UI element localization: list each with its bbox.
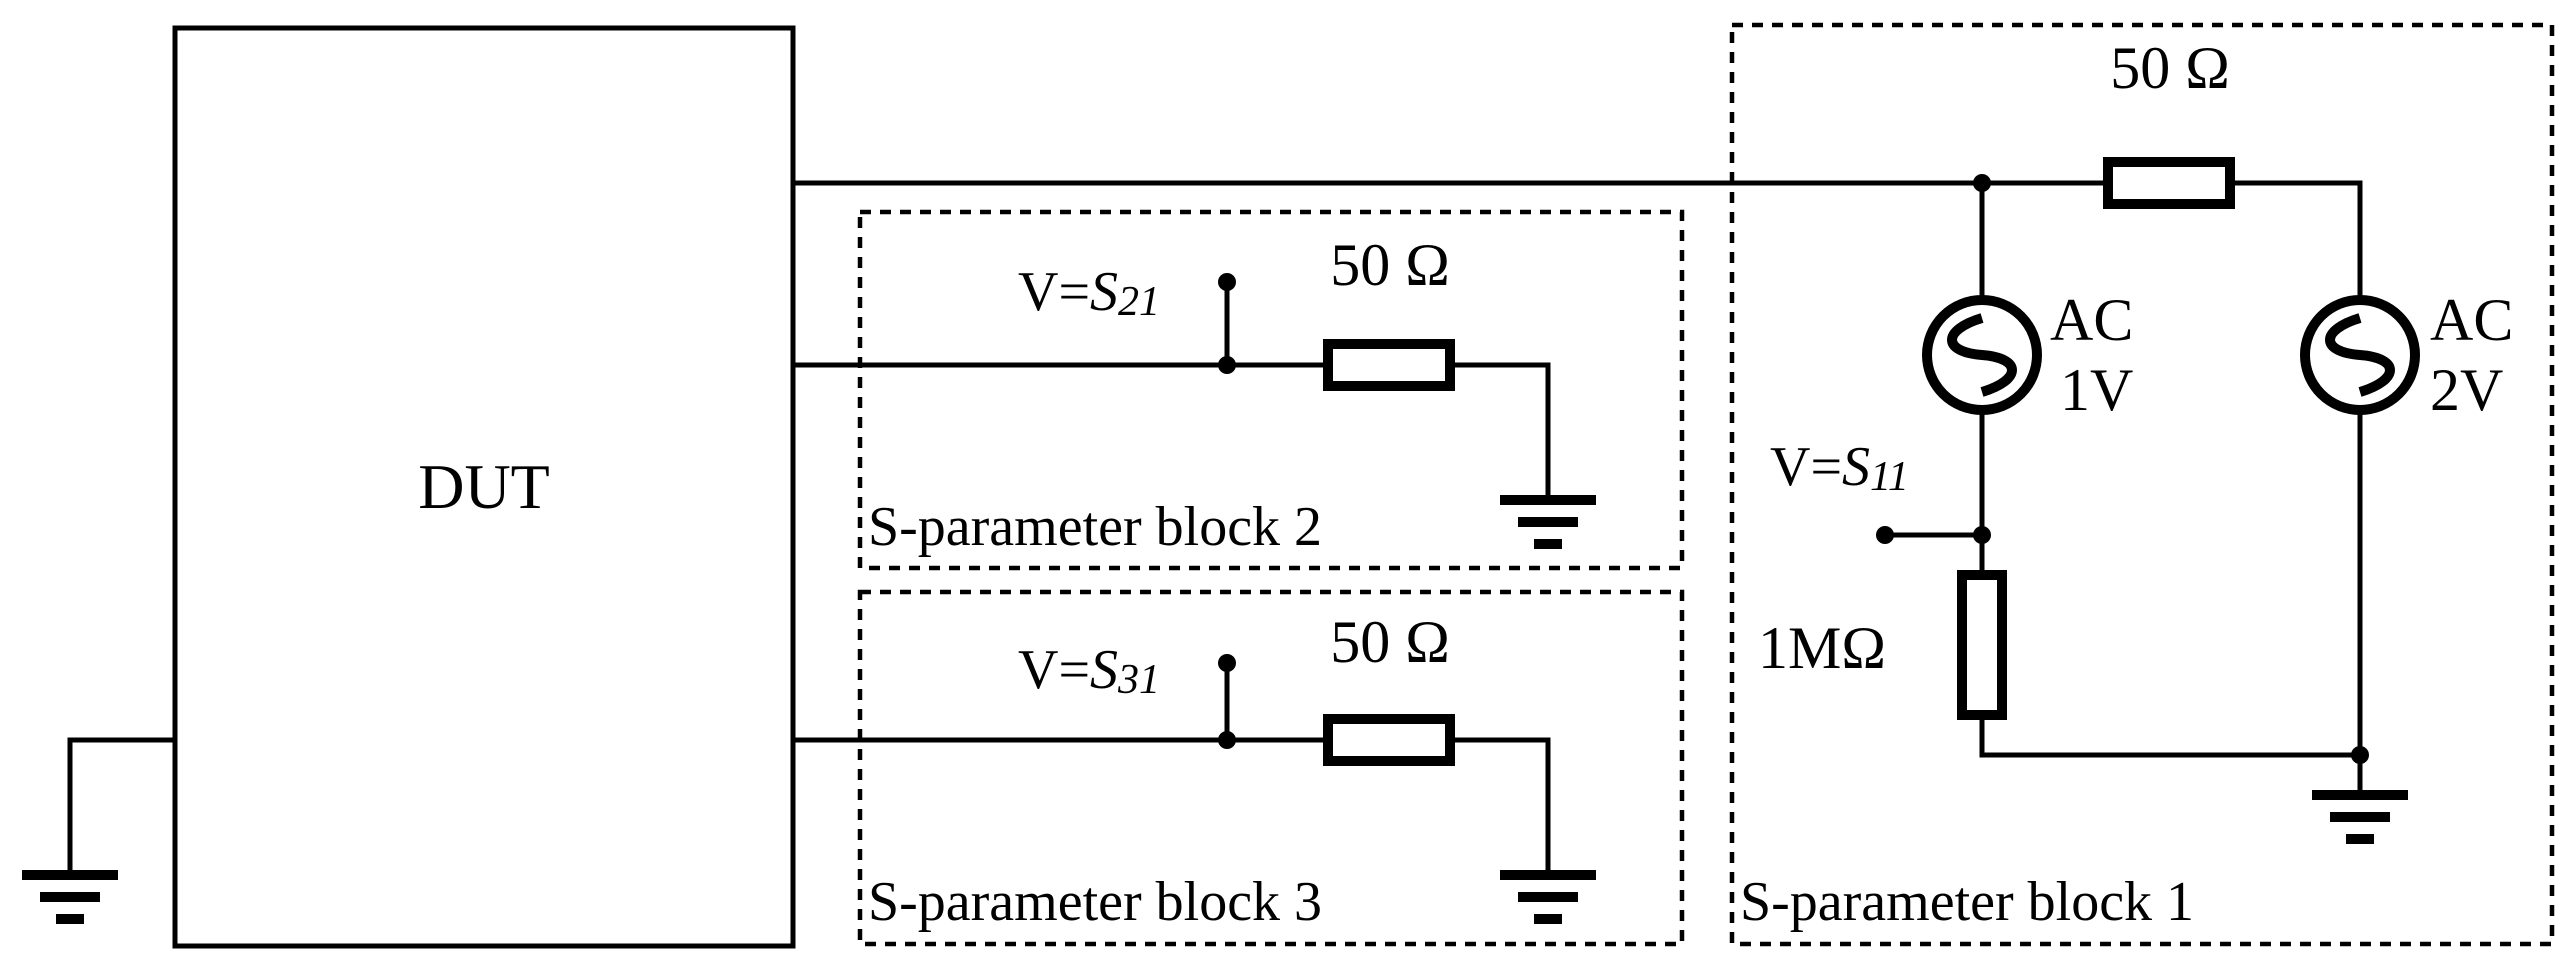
block3-probe-terminal — [1218, 654, 1236, 672]
dut-ground — [22, 737, 178, 924]
block1-probe-label: V=S11 — [1770, 436, 1909, 500]
block1-bottom-junction — [2351, 746, 2369, 764]
sine-icon — [2325, 313, 2395, 397]
block1-circuit: 50 Ω AC 1V AC 2V V=S11 1MΩ S-parameter b… — [790, 35, 2513, 933]
block1-shunt-resistor — [1957, 570, 2007, 720]
dut-block: DUT — [172, 25, 796, 949]
block3-ground-wire — [1447, 737, 1551, 873]
block2-circuit: V=S21 50 Ω S-parameter block 2 — [790, 232, 1596, 558]
dut-box — [172, 25, 796, 949]
block2-resistor — [1323, 339, 1455, 391]
block1-bottom-wire — [1979, 712, 2363, 758]
block3-resistor-label: 50 Ω — [1330, 609, 1450, 675]
dut-ground-wire — [67, 737, 178, 873]
block1-probe-terminal — [1876, 526, 1894, 544]
source2-type-label: AC — [2430, 287, 2513, 353]
block1-probe-junction — [1973, 526, 1991, 544]
block1-outline — [1729, 22, 2555, 947]
block2-ground-wire — [1447, 362, 1551, 498]
block2-probe-terminal — [1218, 273, 1236, 291]
block1-right-wire — [2227, 180, 2363, 303]
block2-junction — [1218, 356, 1236, 374]
source1-amplitude-label: 1V — [2060, 357, 2133, 423]
block2-resistor-label: 50 Ω — [1330, 232, 1450, 298]
block3-outline — [857, 589, 1685, 947]
block2-title: S-parameter block 2 — [868, 496, 1322, 558]
block3-title: S-parameter block 3 — [868, 871, 1322, 933]
sine-icon — [1947, 313, 2017, 397]
block1-title: S-parameter block 1 — [1740, 871, 2194, 933]
block3-resistor — [1323, 714, 1455, 766]
source2-amplitude-label: 2V — [2430, 357, 2503, 423]
block1-series-resistor-label: 50 Ω — [2110, 35, 2230, 101]
block1-shunt-resistor-label: 1MΩ — [1758, 615, 1886, 681]
block3-junction — [1218, 731, 1236, 749]
block3-probe-label: V=S31 — [1018, 639, 1160, 703]
block3-circuit: V=S31 50 Ω S-parameter block 3 — [790, 609, 1596, 933]
source1-type-label: AC — [2050, 287, 2133, 353]
block1-series-resistor — [2103, 157, 2235, 209]
block2-outline — [857, 209, 1685, 571]
dut-label: DUT — [418, 451, 550, 522]
block2-probe-label: V=S21 — [1018, 261, 1160, 325]
